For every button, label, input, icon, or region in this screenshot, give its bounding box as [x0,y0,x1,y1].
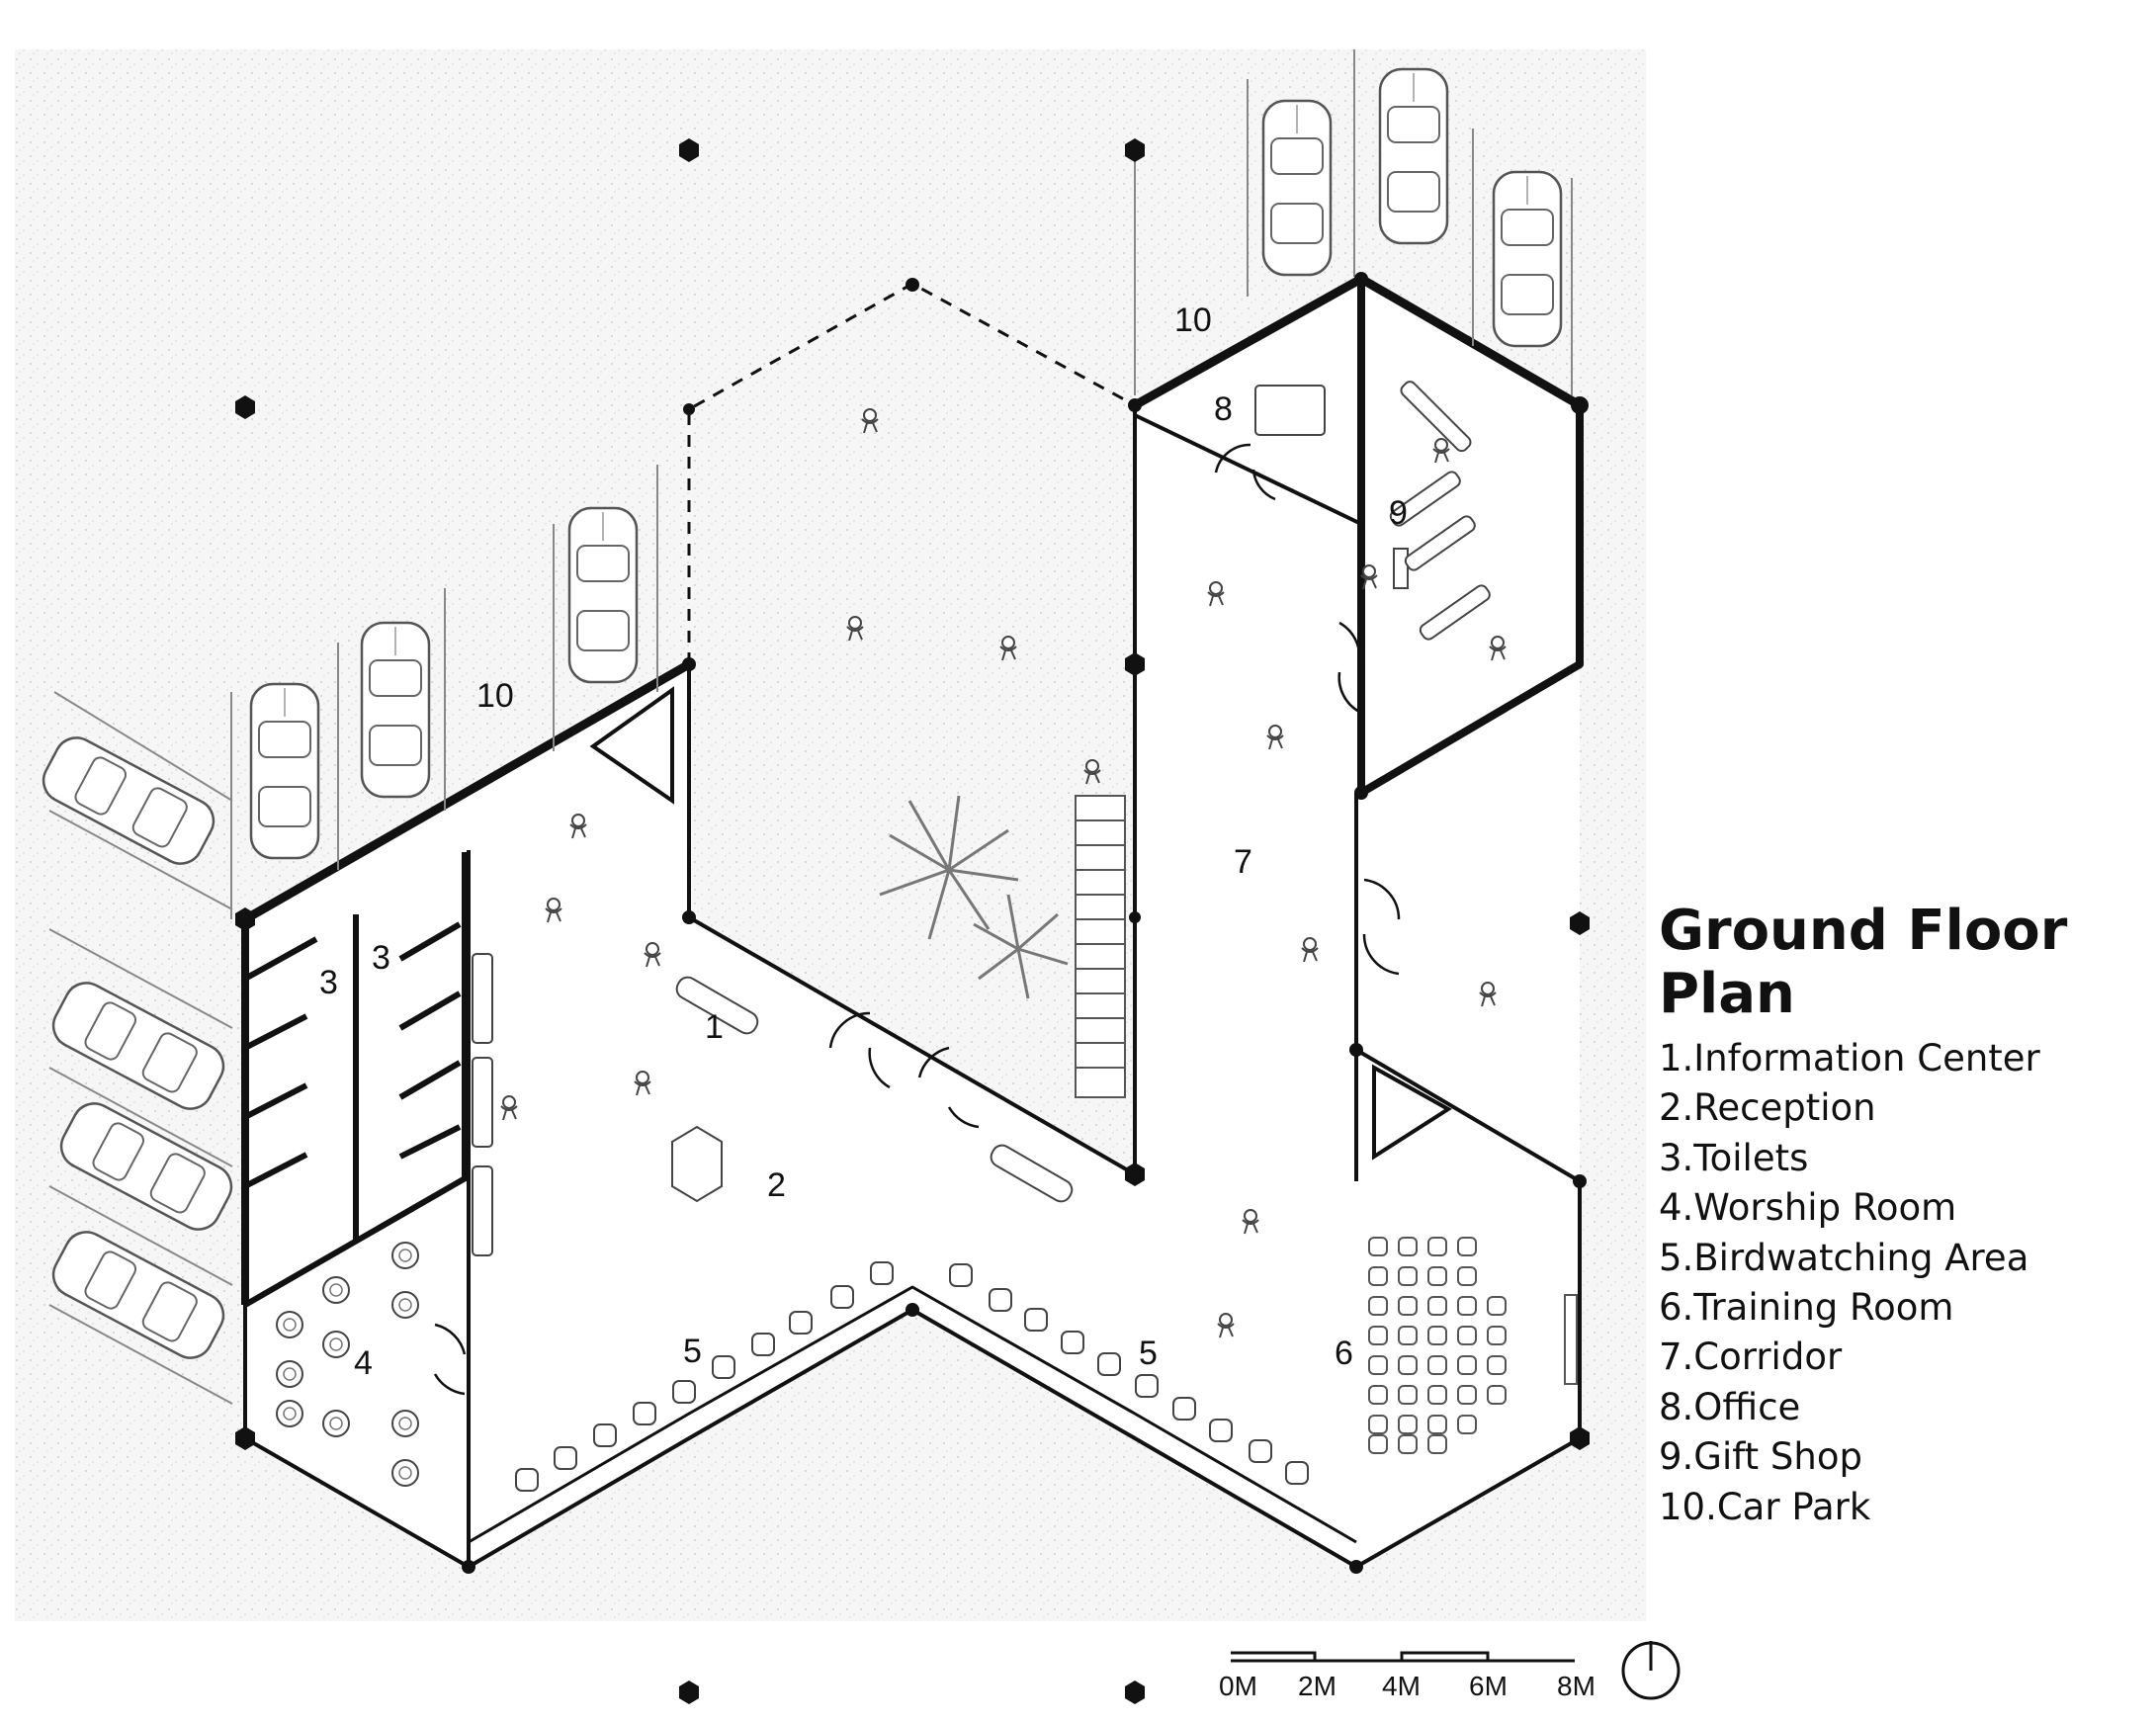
scale-label-6: 6M [1469,1671,1508,1701]
scale-bar: 0M 2M 4M 6M 8M [1219,1651,1595,1701]
palm-tree-icon [879,795,1069,999]
room-label-car-park-a: 10 [476,677,514,715]
room-label-toilets-a: 3 [319,964,338,1001]
legend-title: Ground Floor Plan [1659,899,2068,1026]
legend-item: 9.Gift Shop [1659,1435,1862,1479]
room-label-reception: 2 [767,1166,786,1204]
stair [1075,795,1126,1098]
wall-nodes [462,272,1589,1574]
scale-label-8: 8M [1557,1671,1595,1701]
room-number-labels: 1 2 3 3 4 5 5 6 7 8 9 10 10 [319,302,1408,1382]
room-label-birdwatch-b: 5 [1139,1335,1158,1372]
scale-label-2: 2M [1298,1671,1337,1701]
parking-lines [48,49,1573,1405]
furniture [472,381,1491,1256]
legend-item: 7.Corridor [1659,1336,1843,1379]
room-label-training: 6 [1335,1335,1353,1372]
scale-label-4: 4M [1382,1671,1421,1701]
room-label-toilets-b: 3 [372,939,390,977]
legend-item: 8.Office [1659,1385,1801,1428]
courtyard-outline [687,282,1136,664]
triangle-void [1372,1064,1452,1161]
legend-item: 10.Car Park [1659,1485,1871,1528]
training-seats [1368,1237,1578,1454]
room-label-info-center: 1 [705,1008,724,1046]
legend-item: 1.Information Center [1659,1037,2040,1079]
triangle-void [589,686,674,805]
toilet-partitions [243,852,471,1308]
doors [433,443,1401,1396]
legend-item: 6.Training Room [1659,1286,1954,1330]
room-label-birdwatch-a: 5 [683,1333,702,1370]
legend-item: 4.Worship Room [1659,1186,1957,1230]
room-label-corridor: 7 [1234,843,1252,881]
scale-label-0: 0M [1219,1671,1257,1701]
room-label-worship: 4 [354,1344,373,1382]
exterior-walls [241,274,1584,1569]
column-icon [235,138,1590,1704]
room-label-office: 8 [1214,390,1233,428]
north-arrow-icon [1621,1641,1681,1700]
legend-item: 5.Birdwatching Area [1659,1236,2029,1279]
legend: Ground Floor Plan 1.Information Center 2… [1659,900,2156,1532]
legend-item: 2.Reception [1659,1086,1876,1130]
room-label-car-park-b: 10 [1174,302,1212,339]
legend-item: 3.Toilets [1659,1136,1809,1179]
room-label-gift-shop: 9 [1389,494,1408,532]
